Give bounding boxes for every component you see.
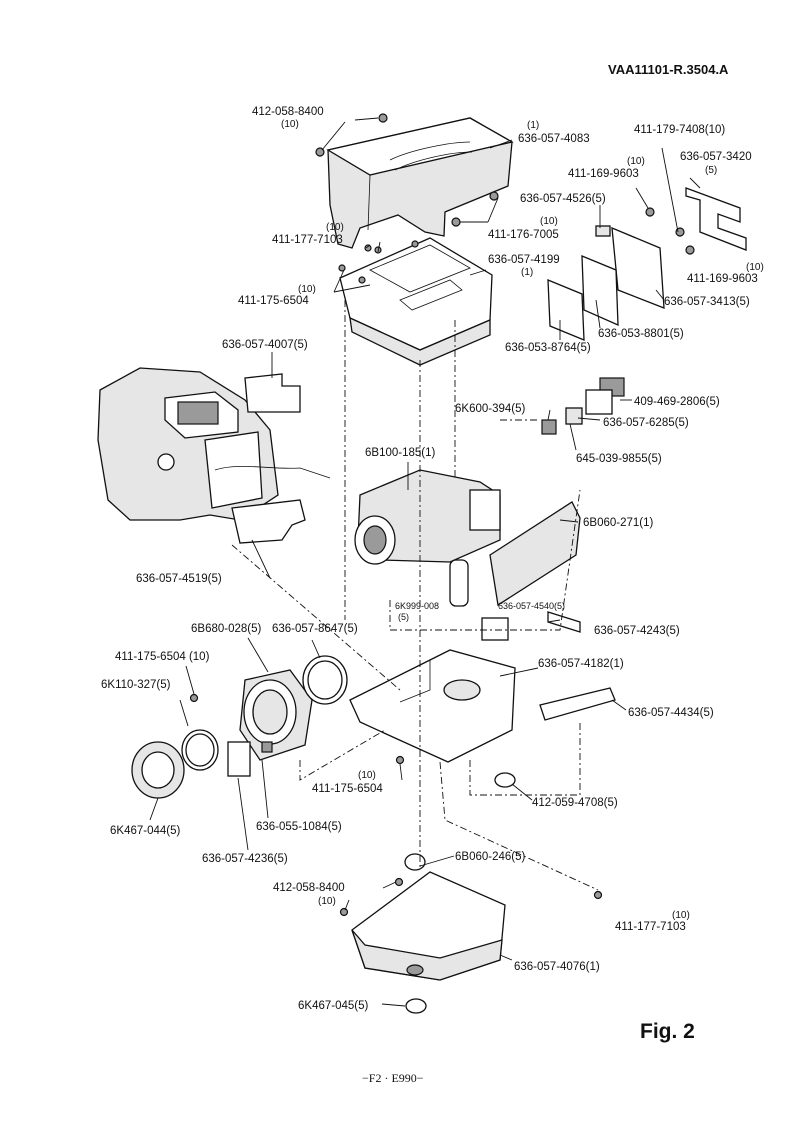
label-636-057-4076: 636-057-4076(1) — [514, 961, 600, 973]
label-6K467-044: 6K467-044(5) — [110, 825, 180, 837]
label-411-169-9603-b: 411-169-9603 — [687, 273, 758, 285]
label-636-057-4083: 636-057-4083 — [518, 133, 590, 145]
label-411-177-7103-b: 411-177-7103 — [615, 921, 686, 933]
label-6K999-008: 6K999-008 — [395, 601, 439, 611]
sheet-636-057-4519-drawing — [231, 499, 306, 544]
label-411-179-7408: 411-179-7408(10) — [634, 124, 725, 136]
label-636-057-4182: 636-057-4182(1) — [538, 658, 624, 670]
screw-drawings — [189, 113, 603, 917]
label-636-057-4236: 636-057-4236(5) — [202, 853, 288, 865]
label-645-039-9855: 645-039-9855(5) — [576, 453, 662, 465]
label-qty: (1) — [521, 267, 533, 278]
pcb-drawing — [449, 501, 581, 607]
label-636-057-4434: 636-057-4434(5) — [628, 707, 714, 719]
label-411-176-7005: 411-176-7005 — [488, 229, 559, 241]
bottom-cover-drawing — [351, 853, 506, 1014]
label-6B060-246: 6B060-246(5) — [455, 851, 525, 863]
label-636-057-8647: 636-057-8647(5) — [272, 623, 358, 635]
top-frame-drawing — [339, 237, 493, 366]
label-636-057-6285: 636-057-6285(5) — [603, 417, 689, 429]
label-6K467-045: 6K467-045(5) — [298, 1000, 368, 1012]
label-636-057-3413: 636-057-3413(5) — [664, 296, 750, 308]
label-411-175-6504-a: 411-175-6504 — [238, 295, 309, 307]
bar-636-057-4434-drawing — [539, 687, 616, 721]
label-6B680-028: 6B680-028(5) — [191, 623, 261, 635]
label-qty: (10) — [672, 910, 690, 921]
label-411-169-9603-a: 411-169-9603 — [568, 168, 639, 180]
label-qty: (5) — [705, 165, 717, 176]
label-409-469-2806: 409-469-2806(5) — [634, 396, 720, 408]
lens-block-drawing — [354, 469, 501, 565]
sheet-636-057-4007-drawing — [244, 373, 301, 413]
label-636-057-4519: 636-057-4519(5) — [136, 573, 222, 585]
leader-lines — [149, 117, 701, 1007]
assembly-lines — [231, 300, 599, 891]
camera-body-drawing — [97, 367, 331, 521]
label-6B060-271: 6B060-271(1) — [583, 517, 653, 529]
figure-title: Fig. 2 — [640, 1020, 695, 1043]
label-411-177-7103-a: 411-177-7103 — [272, 234, 343, 246]
label-qty: (10) — [281, 119, 299, 130]
chassis-drawing — [349, 611, 581, 763]
label-412-058-8400-top: 412-058-8400 — [252, 106, 324, 118]
top-cover-drawing — [326, 117, 514, 249]
label-qty: (10) — [298, 284, 316, 295]
plate-group-top-right — [547, 187, 747, 341]
page-number: −F2 · E990− — [362, 1071, 424, 1085]
label-636-057-4007: 636-057-4007(5) — [222, 339, 308, 351]
label-qty: (10) — [540, 216, 558, 227]
label-qty: (10) — [326, 222, 344, 233]
label-636-057-4243: 636-057-4243(5) — [594, 625, 680, 637]
nut-drawing — [494, 772, 516, 788]
label-qty: (10) — [318, 896, 336, 907]
label-636-053-8764: 636-053-8764(5) — [505, 342, 591, 354]
label-qty: (10) — [627, 156, 645, 167]
label-qty: (10) — [358, 770, 376, 781]
label-636-057-4526: 636-057-4526(5) — [520, 193, 606, 205]
label-636-055-1084: 636-055-1084(5) — [256, 821, 342, 833]
label-qty: (1) — [527, 120, 539, 131]
label-412-059-4708: 412-059-4708(5) — [532, 797, 618, 809]
label-qty: (5) — [398, 612, 409, 622]
label-411-175-6504-b: 411-175-6504 (10) — [115, 651, 210, 663]
label-636-057-4199: 636-057-4199 — [488, 254, 560, 266]
label-636-057-4540: 636-057-4540(5) — [498, 601, 565, 611]
label-412-058-8400-bottom: 412-058-8400 — [273, 882, 345, 894]
front-lens-group-drawing — [131, 655, 348, 799]
part-labels: 412-058-8400 (10) (1) 636-057-4083 411-1… — [101, 106, 764, 1012]
label-6K110-327: 6K110-327(5) — [101, 679, 171, 691]
label-636-053-8801: 636-053-8801(5) — [598, 328, 684, 340]
label-636-057-3420: 636-057-3420 — [680, 151, 752, 163]
ccd-group-drawing — [541, 377, 625, 435]
label-411-175-6504-c: 411-175-6504 — [312, 783, 383, 795]
label-qty: (10) — [746, 262, 764, 273]
label-6B100-185: 6B100-185(1) — [365, 447, 435, 459]
label-6K600-394: 6K600-394(5) — [455, 403, 525, 415]
document-code: VAA11101-R.3504.A — [608, 62, 729, 77]
